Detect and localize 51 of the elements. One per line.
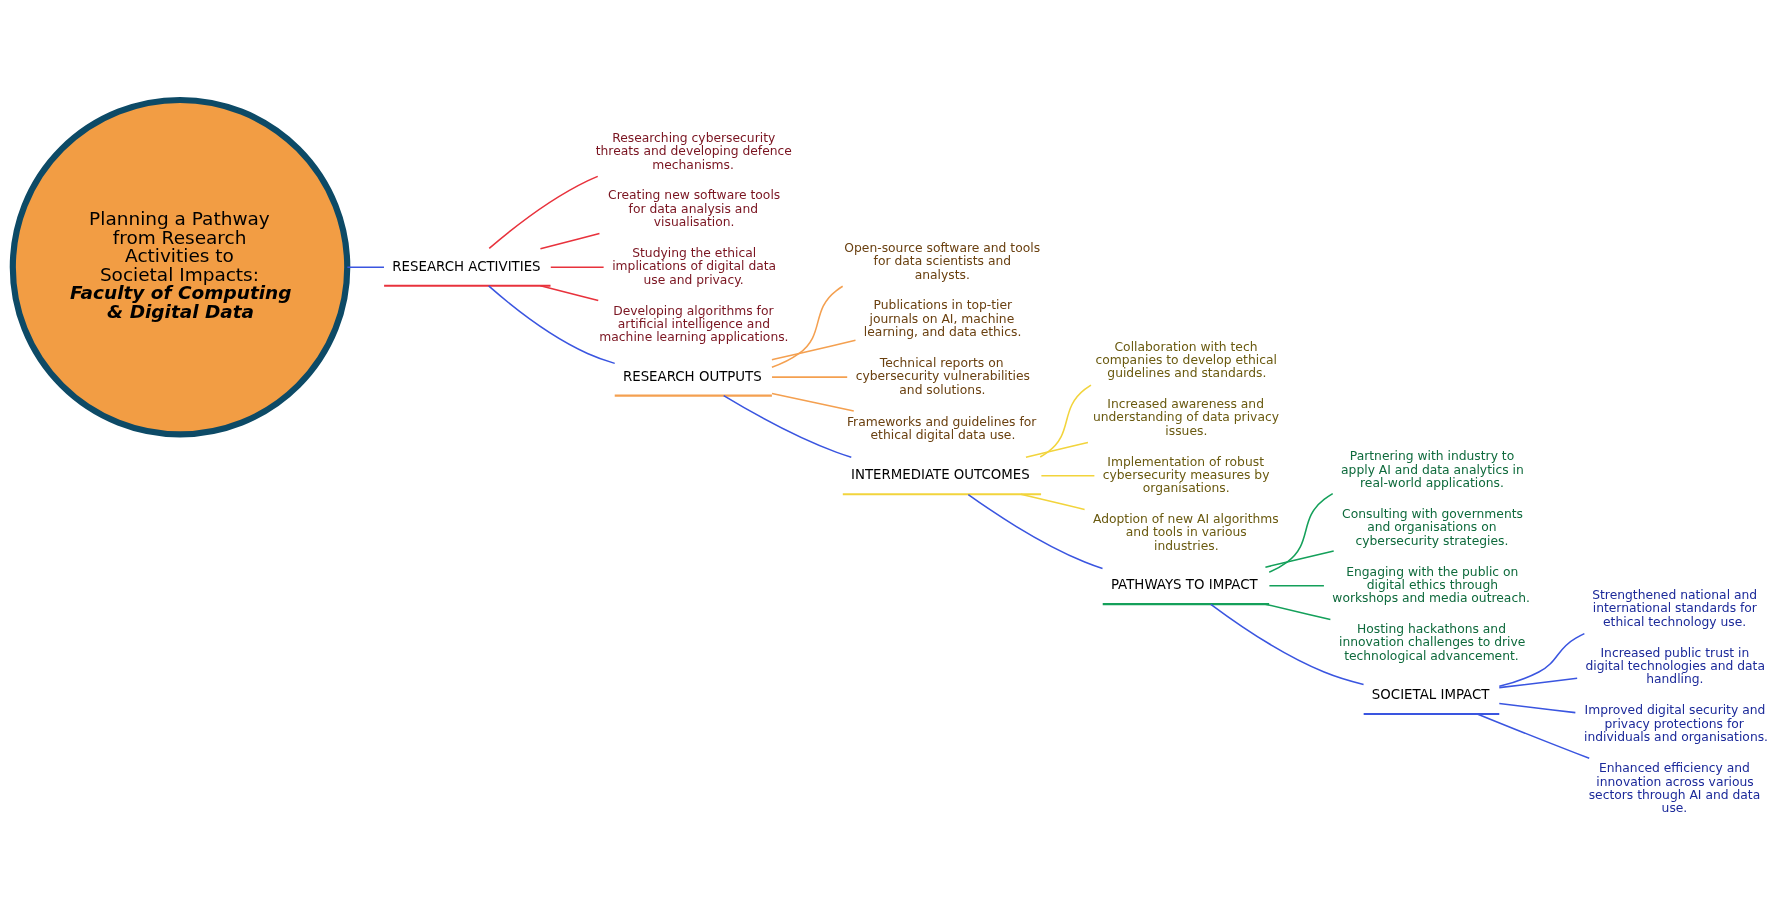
connector xyxy=(771,338,857,360)
node-text: Collaboration with tech companies to develop ethical guidelines and standards. xyxy=(1095,339,1277,380)
connector xyxy=(487,284,616,364)
node-text: Enhanced efficiency and innovation across various sectors through AI and data use. xyxy=(1588,760,1761,815)
connector xyxy=(1039,383,1092,458)
connector xyxy=(1268,584,1325,586)
node-text: Open-source software and tools for data scientists and analysts. xyxy=(844,240,1041,282)
node-circle: Planning a Pathway from Research Activities to Societal Impacts: Faculty of Computing & Digital Data xyxy=(9,96,351,437)
connector xyxy=(550,265,605,268)
connector xyxy=(1020,493,1086,510)
node-text: Creating new software tools for data analysis and visualisation. xyxy=(608,187,781,229)
connector xyxy=(1040,474,1096,476)
connector xyxy=(1498,677,1578,688)
connector xyxy=(967,493,1104,569)
node-text: Consulting with governments and organisations on cybersecurity strategies. xyxy=(1342,506,1523,548)
connector xyxy=(1264,549,1335,568)
connector xyxy=(771,375,848,378)
node-text: RESEARCH OUTPUTS xyxy=(622,368,762,384)
node-text: Strengthened national and international standards for ethical technology use. xyxy=(1592,587,1758,629)
node-text: Developing algorithms for artificial intelligence and machine learning applications. xyxy=(599,303,789,344)
connector xyxy=(1498,702,1577,713)
node-text: Engaging with the public on digital ethics through workshops and media outreach. xyxy=(1332,563,1530,605)
node-text: INTERMEDIATE OUTCOMES xyxy=(851,466,1030,482)
node-text: Increased public trust in digital technologies and data handling. xyxy=(1585,645,1765,686)
connector xyxy=(1477,712,1590,759)
node-text: PATHWAYS TO IMPACT xyxy=(1110,576,1258,592)
node-text: Adoption of new AI algorithms and tools in various industries. xyxy=(1092,511,1279,553)
connector xyxy=(539,284,599,301)
node-text: Frameworks and guidelines for ethical digital data use. xyxy=(846,414,1037,442)
connector xyxy=(771,285,844,368)
node-text: Implementation of robust cybersecurity measures by organisations. xyxy=(1102,454,1270,495)
node-text: Studying the ethical implications of digital data use and privacy. xyxy=(612,245,777,287)
connector xyxy=(722,394,853,458)
node-text: Publications in top-tier journals on AI, machine learning, and data ethics. xyxy=(863,297,1022,339)
connector xyxy=(539,232,601,249)
connector xyxy=(1498,632,1586,687)
connector xyxy=(771,392,855,412)
node-text: SOCIETAL IMPACT xyxy=(1371,686,1490,702)
node-text: Technical reports on cybersecurity vulnerabilities and solutions. xyxy=(855,355,1031,397)
node-text: Researching cybersecurity threats and developing defence mechanisms. xyxy=(595,130,792,172)
connector xyxy=(1268,492,1334,573)
connector xyxy=(1210,603,1365,685)
node-text: Increased awareness and understanding of data privacy issues. xyxy=(1092,396,1279,438)
connector xyxy=(488,175,599,249)
node-text: RESEARCH ACTIVITIES xyxy=(392,258,541,274)
node-text: Improved digital security and privacy protections for individuals and organisations. xyxy=(1584,702,1769,744)
connector xyxy=(1025,441,1089,458)
node-text: Hosting hackathons and innovation challenges to drive technological advancement. xyxy=(1339,621,1526,663)
node-text: Partnering with industry to apply AI and data analytics in real-world applications. xyxy=(1341,448,1524,490)
connector xyxy=(1264,602,1332,620)
connector xyxy=(346,265,385,268)
